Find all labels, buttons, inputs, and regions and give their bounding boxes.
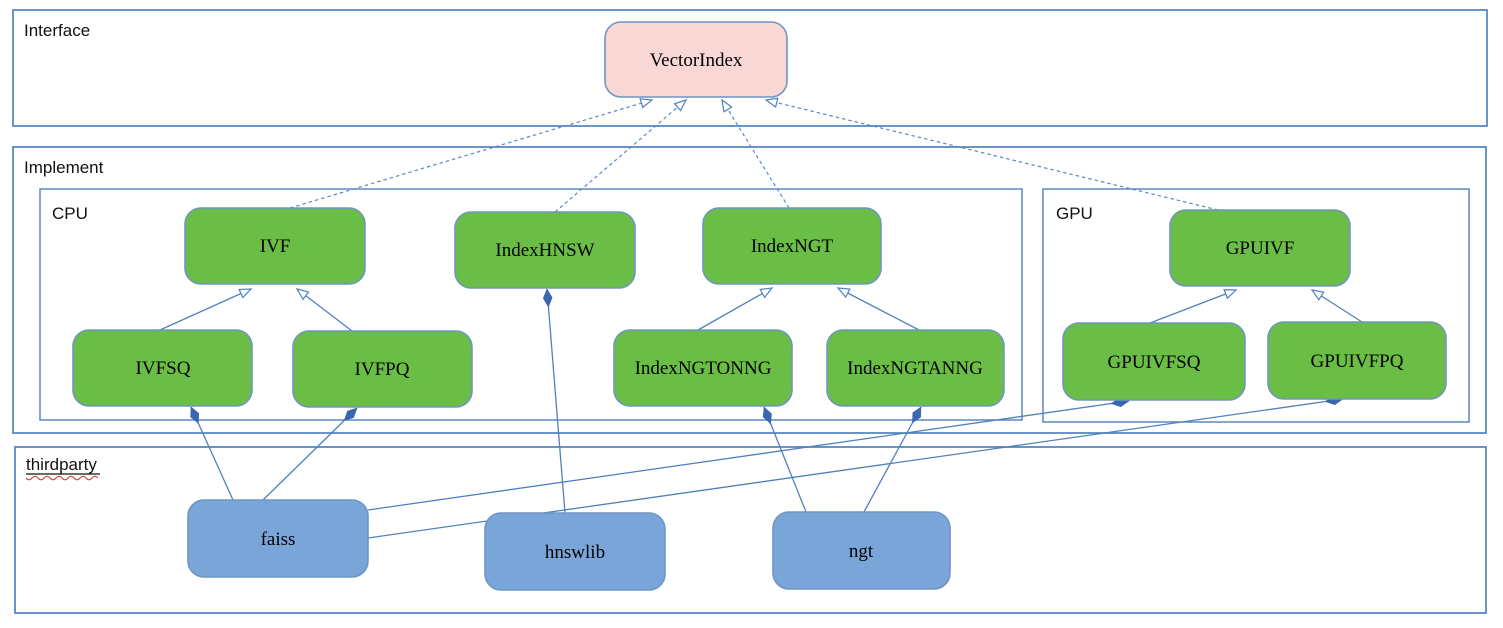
node-gpuivfpq-label: GPUIVFPQ: [1311, 351, 1404, 372]
node-gpuivfsq-label: GPUIVFSQ: [1108, 352, 1201, 373]
node-ivfpq-box: [292, 330, 473, 408]
edge-composition-indexhnsw-to-hnswlib: [542, 288, 566, 514]
edge-realization-indexhnsw-to-vectorindex: [554, 98, 688, 213]
edge-composition-ivfpq-to-faiss: [262, 407, 358, 501]
node-faiss: faiss: [187, 499, 369, 578]
edge-realization-ivf-to-vectorindex: [289, 98, 654, 209]
node-vectorindex-label: VectorIndex: [650, 50, 743, 71]
node-indexngtanng-box: [826, 329, 1005, 407]
edge-realization-indexngt-to-vectorindex: [721, 98, 790, 209]
node-ngt-box: [772, 511, 951, 590]
node-indexngtonng-box: [613, 329, 793, 407]
node-gpuivfsq-box: [1062, 322, 1246, 401]
edge-generalization-gpuivfpq-to-gpuivf: [1310, 289, 1363, 323]
edge-generalization-ivfpq-to-ivf: [295, 288, 353, 332]
node-gpuivf-label: GPUIVF: [1226, 238, 1295, 259]
node-faiss-box: [187, 499, 369, 578]
node-ivfsq-box: [72, 329, 253, 407]
node-ivfsq-label: IVFSQ: [136, 358, 191, 379]
edge-composition-gpuivfsq-to-faiss: [367, 397, 1130, 511]
node-ivfpq-label: IVFPQ: [355, 359, 410, 380]
node-gpuivf: GPUIVF: [1169, 209, 1351, 287]
node-ivf: IVF: [184, 207, 366, 285]
node-vectorindex: VectorIndex: [604, 21, 788, 98]
node-ivf-box: [184, 207, 366, 285]
node-hnswlib-label: hnswlib: [545, 542, 605, 563]
container-gpu-label: GPU: [1056, 204, 1093, 223]
node-indexngt-label: IndexNGT: [751, 236, 834, 257]
container-implement-label: Implement: [24, 158, 104, 177]
node-indexhnsw: IndexHNSW: [454, 211, 636, 289]
node-indexngtanng-label: IndexNGTANNG: [847, 358, 983, 379]
node-gpuivfpq-box: [1267, 321, 1447, 400]
node-ngt-label: ngt: [849, 541, 874, 562]
container-thirdparty-label: thirdparty: [26, 455, 97, 474]
edge-generalization-indexngtonng-to-indexngt: [697, 287, 774, 331]
node-ngt: ngt: [772, 511, 951, 590]
thirdparty-spellcheck-wavy-underline: [25, 475, 99, 481]
node-indexngtonng: IndexNGTONNG: [613, 329, 793, 407]
node-indexngtanng: IndexNGTANNG: [826, 329, 1005, 407]
edge-generalization-indexngtanng-to-indexngt: [836, 287, 920, 331]
node-ivfpq: IVFPQ: [292, 330, 473, 408]
edge-generalization-gpuivfsq-to-gpuivf: [1149, 289, 1238, 324]
node-ivf-label: IVF: [260, 236, 291, 257]
edge-composition-indexngtonng-to-ngt: [762, 406, 807, 513]
node-hnswlib: hnswlib: [484, 512, 666, 591]
node-ivfsq: IVFSQ: [72, 329, 253, 407]
edge-composition-indexngtanng-to-ngt: [863, 406, 922, 513]
node-indexngtonng-label: IndexNGTONNG: [635, 358, 772, 379]
edge-composition-ivfsq-to-faiss: [190, 406, 234, 501]
edge-generalization-ivfsq-to-ivf: [159, 288, 253, 331]
node-hnswlib-box: [484, 512, 666, 591]
container-cpu-label: CPU: [52, 204, 88, 223]
node-gpuivfsq: GPUIVFSQ: [1062, 322, 1246, 401]
node-gpuivf-box: [1169, 209, 1351, 287]
node-gpuivfpq: GPUIVFPQ: [1267, 321, 1447, 400]
node-faiss-label: faiss: [261, 529, 296, 550]
node-vectorindex-box: [604, 21, 788, 98]
node-indexngt: IndexNGT: [702, 207, 882, 285]
node-indexhnsw-label: IndexHNSW: [495, 240, 594, 261]
node-indexngt-box: [702, 207, 882, 285]
container-interface-label: Interface: [24, 21, 90, 40]
node-indexhnsw-box: [454, 211, 636, 289]
